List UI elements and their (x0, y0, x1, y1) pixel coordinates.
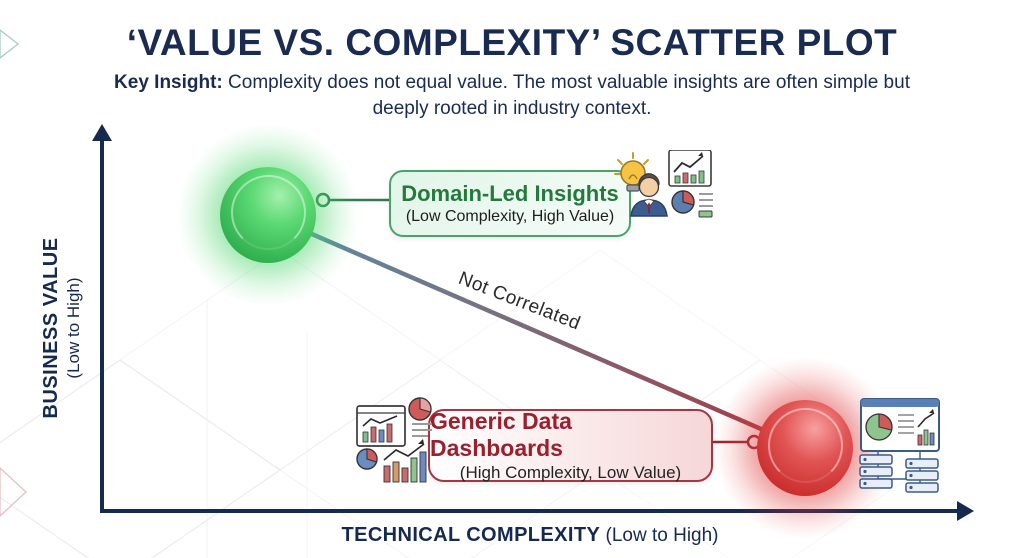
dashboard-monitor-icon (860, 398, 940, 452)
corner-accent-pink (0, 467, 28, 517)
y-axis-arrow-icon (92, 124, 112, 141)
y-axis-label: BUSINESS VALUE (Low to High) (40, 178, 84, 478)
callout-subtitle: (Low Complexity, High Value) (405, 208, 615, 225)
pie-chart-icon (408, 397, 432, 421)
y-axis-line (100, 138, 104, 511)
data-point-domain-led (220, 167, 316, 263)
not-correlated-line (265, 212, 808, 451)
callout-title: Domain-Led Insights (401, 181, 619, 206)
server-dashboard-icons (859, 398, 940, 493)
key-insight-body: Complexity does not equal value. The mos… (228, 72, 910, 120)
callout-generic-dashboards: Generic Data Dashboards (High Complexity… (428, 408, 713, 482)
x-axis-line (100, 509, 960, 513)
domain-insight-icons (614, 150, 713, 218)
corner-accent-teal (0, 29, 20, 59)
server-rack-icon (859, 451, 939, 493)
x-axis-title: TECHNICAL COMPLEXITY (341, 524, 601, 546)
pie-chart-icon (671, 190, 713, 218)
callout-title: Generic Data Dashboards (430, 408, 572, 461)
x-axis-label: TECHNICAL COMPLEXITY (Low to High) (100, 524, 960, 547)
key-insight-text: Key Insight: Complexity does not equal v… (112, 70, 912, 122)
dashboard-window-icon (356, 405, 406, 447)
list-lines-icon (412, 423, 432, 437)
pie-chart-icon (356, 448, 378, 470)
x-axis-subtitle: (Low to High) (600, 525, 719, 546)
data-point-generic-dashboards (757, 400, 853, 496)
dot-highlight-ring (768, 408, 843, 483)
lightbulb-icon (614, 152, 652, 192)
y-axis-title: BUSINESS VALUE (40, 237, 62, 419)
callout-subtitle: (High Complexity, Low Value) (459, 463, 682, 482)
page-title: ‘VALUE VS. COMPLEXITY’ SCATTER PLOT (126, 22, 898, 63)
bar-chart-icon (383, 439, 427, 483)
y-axis-subtitle: (Low to High) (64, 277, 83, 379)
generic-dashboard-icons (356, 397, 432, 483)
key-insight-label: Key Insight: (114, 72, 223, 93)
dot-highlight-ring (231, 175, 306, 250)
analyst-icon (630, 173, 668, 217)
callout-domain-led: Domain-Led Insights (Low Complexity, Hig… (389, 170, 631, 237)
x-axis-arrow-icon (957, 501, 974, 521)
trend-chart-icon (668, 150, 712, 187)
